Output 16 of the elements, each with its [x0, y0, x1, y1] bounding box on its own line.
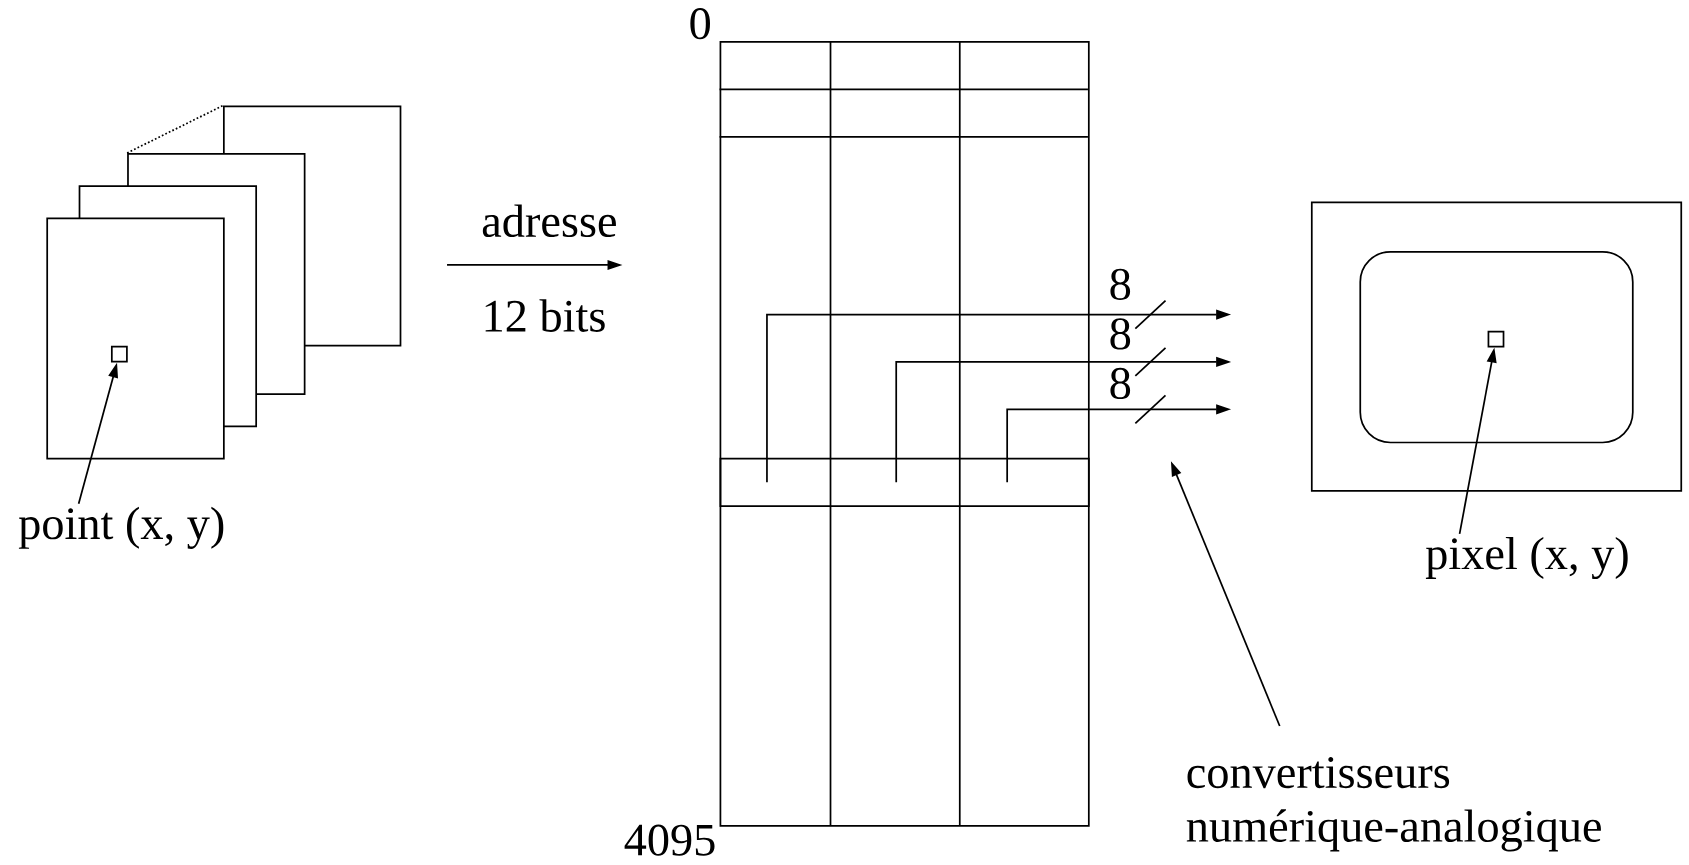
edge-label: 8	[1107, 366, 1133, 401]
point-square	[110, 345, 128, 363]
text-label: adresse	[482, 204, 616, 238]
edge-label: 8	[1107, 317, 1133, 351]
pixel-square	[1487, 330, 1505, 348]
text-label: 4095	[624, 824, 715, 856]
edge-label: 8	[1107, 267, 1133, 302]
memory-row	[719, 457, 1090, 507]
point-label: point (x, y)	[18, 506, 224, 549]
converter-label: convertisseurs numérique-analogique	[1186, 757, 1601, 852]
text-label: 0	[690, 8, 710, 40]
frame	[46, 217, 225, 460]
pixel-label: pixel (x, y)	[1425, 536, 1628, 580]
text-label: 12 bits	[485, 299, 605, 332]
memory-table	[719, 40, 1090, 827]
screen-display	[1359, 251, 1634, 444]
